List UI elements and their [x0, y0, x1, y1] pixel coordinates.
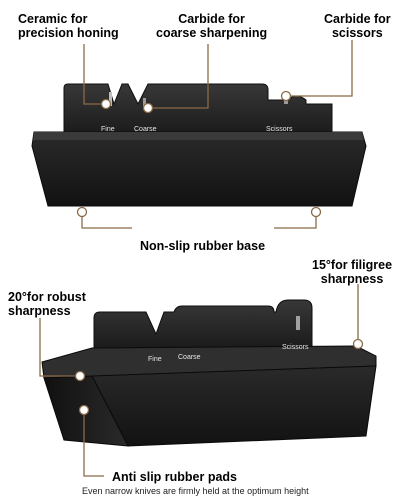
- slot-label-bottom-scissors: Scissors: [282, 344, 309, 351]
- callout-angle-robust-line2: sharpness: [8, 304, 71, 318]
- callout-angle-filigree-line2: sharpness: [320, 272, 384, 286]
- top-sharpener: [31, 83, 367, 207]
- callout-angle-robust-line1: 20°for robust: [8, 290, 86, 304]
- top-sharpener-rim: [33, 132, 364, 140]
- callout-lines: [39, 40, 359, 477]
- callout-pads-note: Even narrow knives are firmly held at th…: [82, 486, 309, 496]
- slot-label-bottom-fine: Fine: [148, 356, 162, 363]
- slot-label-top-fine: Fine: [101, 126, 115, 133]
- callout-ceramic-line2: precision honing: [18, 26, 119, 40]
- callout-pads-text: Anti slip rubber pads: [112, 470, 238, 484]
- slot-label-top-scissors: Scissors: [266, 126, 293, 133]
- top-sharpener-base: [31, 131, 367, 207]
- callout-angle-filigree-line1: 15°for filigree: [312, 258, 393, 272]
- callout-carbide-scissors-line1: Carbide for: [324, 12, 391, 26]
- top-carbide-rod: [143, 98, 146, 108]
- slot-label-bottom-coarse: Coarse: [178, 354, 201, 361]
- bottom-sharpener-upper-block: [93, 299, 313, 351]
- callout-ceramic: Ceramic for precision honing: [18, 12, 119, 40]
- callout-ceramic-line1: Ceramic for: [18, 12, 88, 26]
- callout-angle-filigree: 15°for filigree sharpness: [312, 258, 392, 286]
- slot-label-top-coarse: Coarse: [134, 126, 157, 133]
- top-sharpener-upper-block: [63, 83, 333, 137]
- callout-angle-robust: 20°for robust sharpness: [8, 290, 86, 318]
- callout-base-text: Non-slip rubber base: [140, 239, 266, 253]
- callout-pads: Anti slip rubber pads: [112, 470, 237, 484]
- bottom-rod-scissors: [296, 316, 300, 330]
- bottom-sharpener-front: [91, 365, 377, 447]
- bottom-sharpener: [41, 299, 377, 447]
- callout-carbide-scissors-line2: scissors: [331, 26, 383, 40]
- callout-carbide-coarse-line1: Carbide for: [178, 12, 245, 26]
- top-ceramic-rod: [109, 92, 112, 106]
- callout-dots: [74, 90, 364, 416]
- callout-carbide-scissors: Carbide for scissors: [324, 12, 391, 40]
- callout-base: Non-slip rubber base: [140, 239, 265, 253]
- callout-carbide-coarse-line2: coarse sharpening: [156, 26, 268, 40]
- callout-carbide-coarse: Carbide for coarse sharpening: [156, 12, 267, 40]
